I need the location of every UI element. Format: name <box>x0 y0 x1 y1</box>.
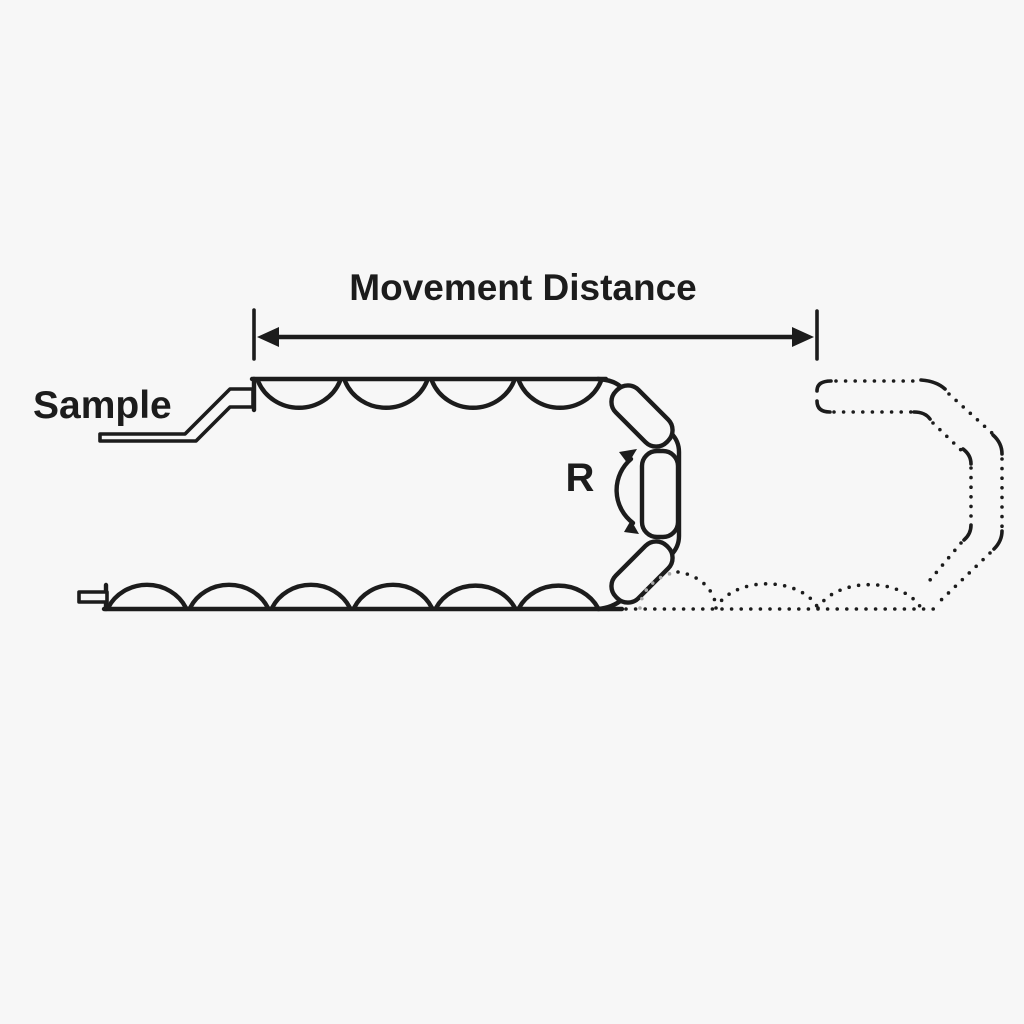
dotted-inner-corner-3 <box>962 523 973 542</box>
top-run-link-3 <box>429 378 517 410</box>
bottom-run-link-2 <box>187 582 271 611</box>
radius-annotation: R <box>566 449 639 534</box>
bottom-run-link-3 <box>269 582 353 611</box>
movement-distance-annotation: Movement Distance <box>252 267 819 361</box>
arrowhead-left-icon <box>257 327 279 347</box>
dotted-outer-diagonal-lower <box>935 551 992 606</box>
radius-arrowhead-bottom-icon <box>624 520 639 534</box>
bottom-run-link-6 <box>516 583 601 611</box>
arrowhead-right-icon <box>792 327 814 347</box>
dotted-outer-corner-3 <box>992 529 1004 551</box>
sample-label: Sample <box>33 384 172 427</box>
top-run-link-4 <box>516 378 604 410</box>
dotted-inner-corner-1 <box>912 410 932 421</box>
bend-link-middle <box>639 448 681 540</box>
dotted-bottom-link-1-right <box>676 570 718 610</box>
dotted-inner-diagonal-upper <box>931 421 964 453</box>
cable-stub-connector <box>77 590 109 604</box>
carrier-current-position <box>77 376 682 612</box>
top-run-link-1 <box>255 378 343 410</box>
dotted-bottom-link-2 <box>714 582 820 610</box>
dotted-bottom-link-3 <box>816 582 923 610</box>
radius-arc-arrow <box>614 456 636 526</box>
dotted-inner-diagonal-lower <box>923 541 963 588</box>
dotted-outer-diagonal-upper <box>947 392 994 435</box>
carrier-extended-position-dotted <box>624 378 1004 611</box>
radius-arrowhead-top-icon <box>619 449 637 464</box>
bend-link-upper <box>609 383 675 449</box>
dotted-end-bracket-corner-tl <box>815 379 833 393</box>
dotted-end-bracket-corner-bl <box>815 399 832 414</box>
sample-cable: Sample <box>33 384 255 443</box>
bottom-run-link-1 <box>105 582 189 611</box>
top-run-link-2 <box>342 378 430 410</box>
dotted-outer-corner-1 <box>919 378 947 391</box>
bottom-run-link-5 <box>433 583 518 611</box>
movement-distance-label: Movement Distance <box>349 267 697 308</box>
dotted-inner-corner-2 <box>961 447 973 466</box>
bottom-run-link-4 <box>351 582 435 611</box>
dotted-outer-corner-2 <box>991 433 1004 456</box>
radius-label: R <box>566 456 595 500</box>
